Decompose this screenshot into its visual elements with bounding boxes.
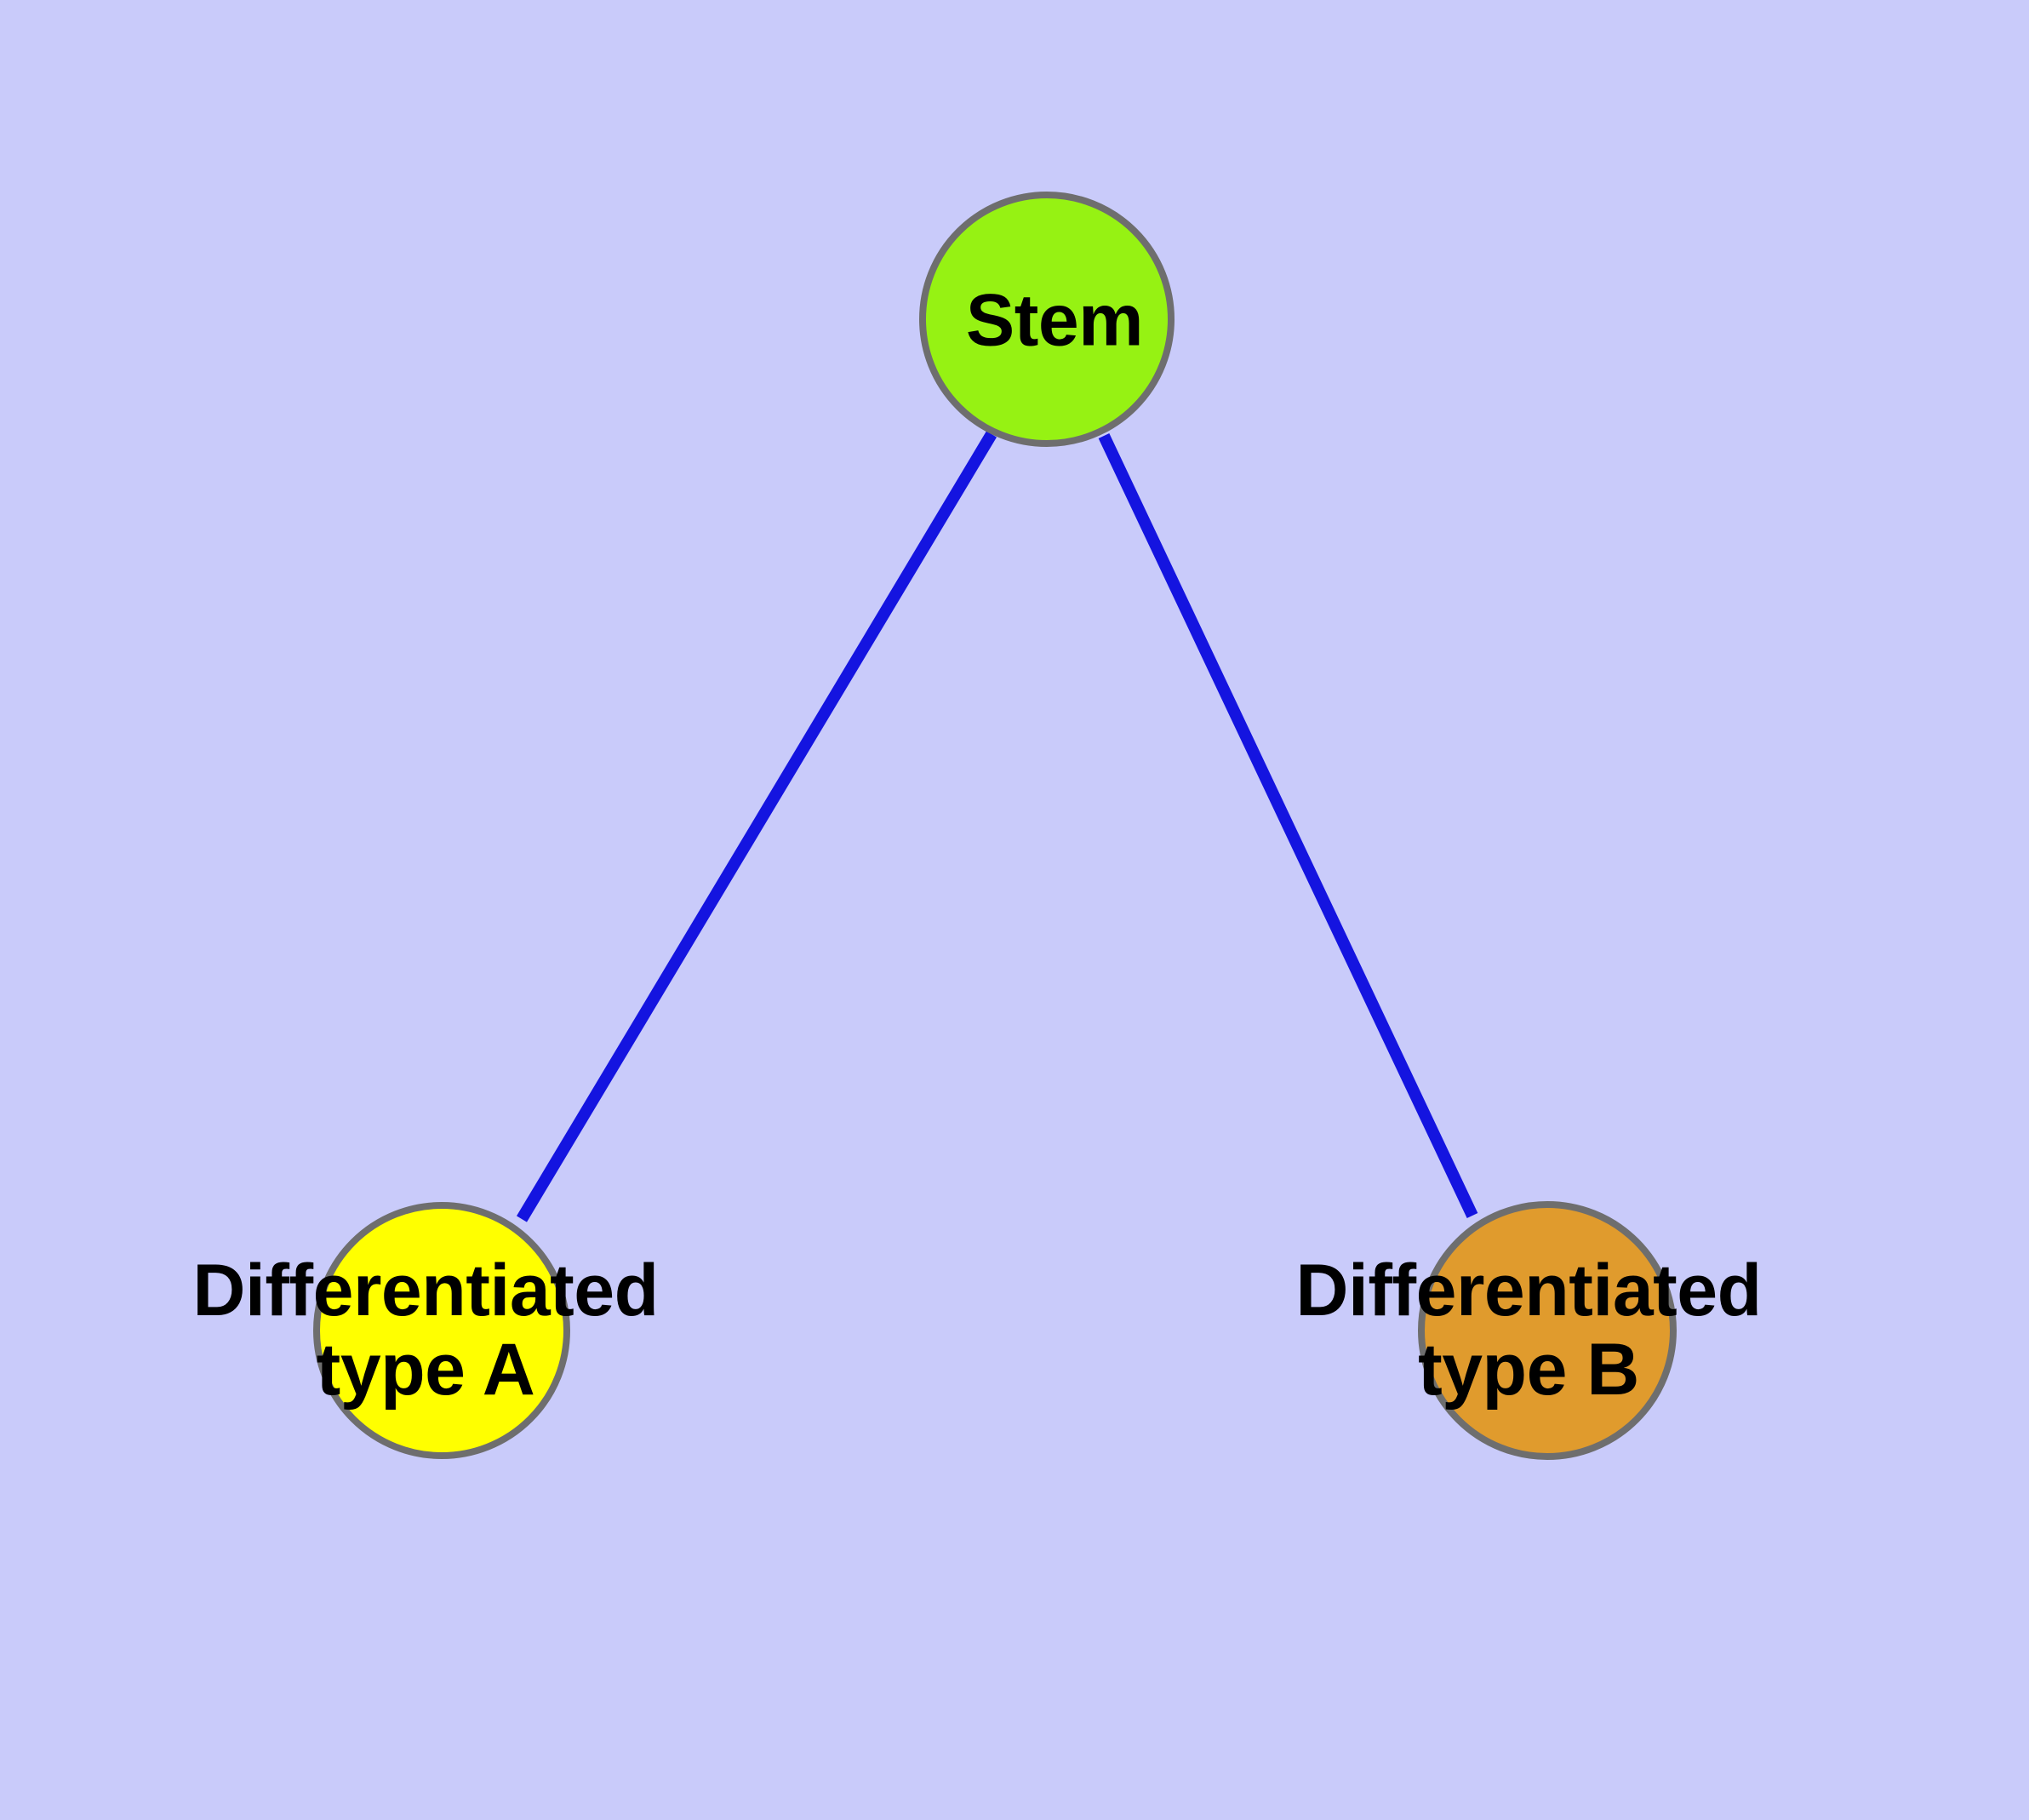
graph-node-stem[interactable]: [919, 192, 1175, 447]
graph-edge-stem-to-diff-b: [1098, 433, 1478, 1218]
graph-node-diff_b[interactable]: [1418, 1201, 1677, 1460]
graph-edge-stem-to-diff-a: [516, 431, 997, 1222]
graph-node-diff_a[interactable]: [313, 1202, 570, 1459]
